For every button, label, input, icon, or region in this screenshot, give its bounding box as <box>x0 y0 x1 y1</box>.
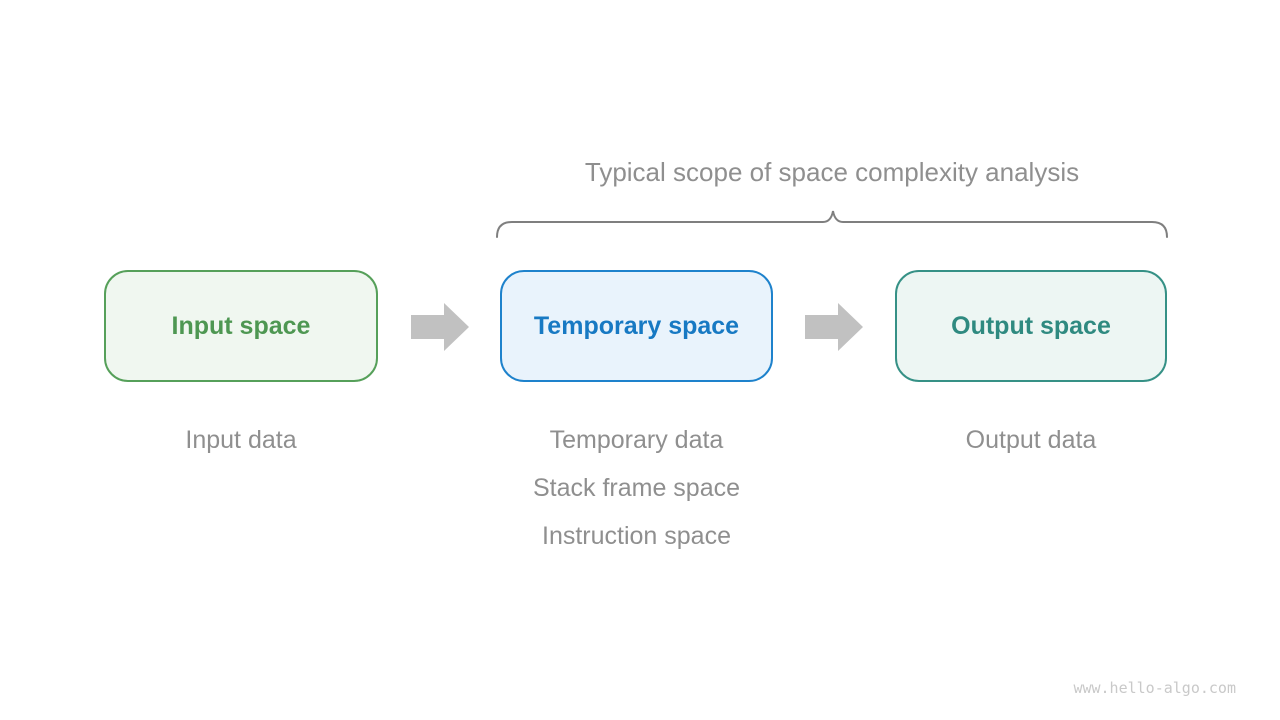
right-arrow-icon <box>411 303 469 351</box>
watermark: www.hello-algo.com <box>1073 679 1236 697</box>
annotation-line: Instruction space <box>542 522 731 550</box>
input-space-label: Input space <box>171 311 311 340</box>
output-space-box: Output space <box>895 270 1167 382</box>
input-space-box: Input space <box>104 270 378 382</box>
annotation-line: Output data <box>965 426 1097 454</box>
output-space-label: Output space <box>951 311 1111 340</box>
temporary-space-annotations: Temporary data Stack frame space Instruc… <box>500 416 773 560</box>
annotation-line: Stack frame space <box>532 474 741 502</box>
right-arrow-shape <box>805 303 863 351</box>
annotation-line: Temporary data <box>549 426 724 454</box>
temporary-space-label: Temporary space <box>533 311 740 340</box>
output-space-annotations: Output data <box>895 416 1167 464</box>
curly-brace-path <box>496 210 1168 238</box>
diagram-title: Typical scope of space complexity analys… <box>584 157 1080 187</box>
temporary-space-box: Temporary space <box>500 270 773 382</box>
input-space-annotations: Input data <box>104 416 378 464</box>
right-arrow-shape <box>411 303 469 351</box>
right-arrow-icon <box>805 303 863 351</box>
curly-brace <box>496 210 1168 238</box>
annotation-line: Input data <box>185 426 297 454</box>
